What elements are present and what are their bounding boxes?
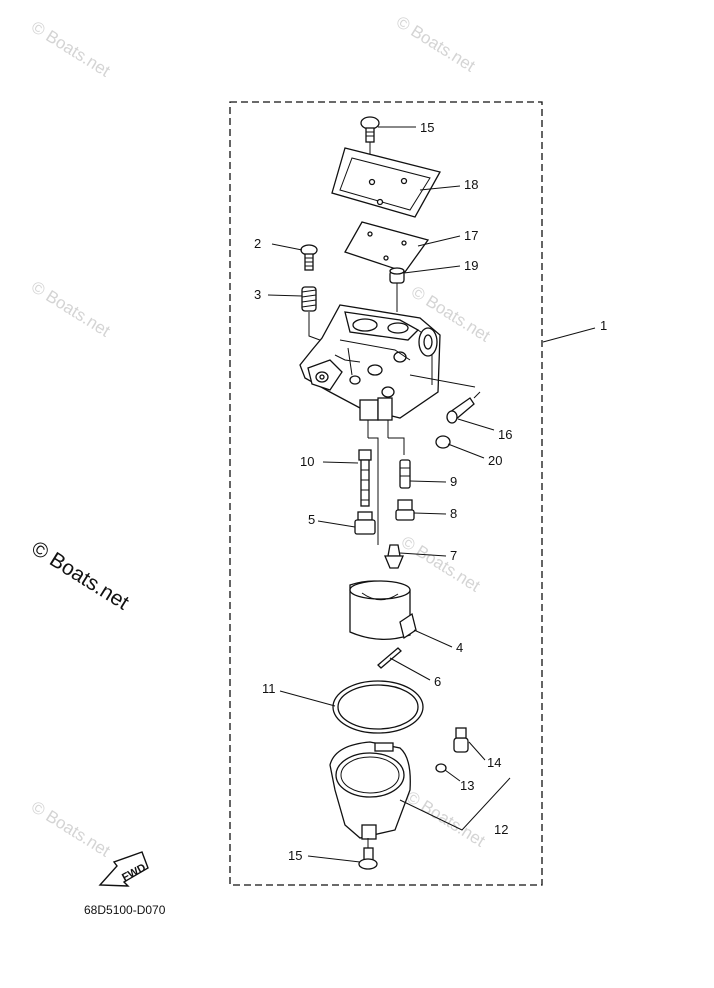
callout-7: 7: [450, 548, 457, 563]
washer-13: [435, 763, 447, 773]
callout-16: 16: [498, 427, 512, 442]
diagram-code: 68D5100-D070: [84, 903, 166, 917]
watermarks: © Boats.net © Boats.net © Boats.net © Bo…: [27, 12, 493, 860]
pilot-jet-9: [399, 459, 411, 489]
gasket-17: [344, 221, 430, 273]
callout-19: 19: [464, 258, 478, 273]
o-ring-11: [332, 680, 424, 734]
watermark: © Boats.net: [403, 787, 489, 850]
watermark: © Boats.net: [398, 532, 484, 595]
callout-1: 1: [600, 318, 607, 333]
callout-13: 13: [460, 778, 474, 793]
watermark: © Boats.net: [28, 797, 114, 860]
carburetor-body: [299, 304, 476, 438]
callout-17: 17: [464, 228, 478, 243]
main-nozzle-5: [354, 511, 376, 535]
callout-4: 4: [456, 640, 463, 655]
float-bowl-12: [329, 741, 411, 840]
watermark: © Boats.net: [393, 12, 479, 75]
cap-20: [435, 435, 451, 449]
watermark: © Boats.net: [28, 17, 114, 80]
callout-leaders: [267, 126, 596, 863]
callout-18: 18: [464, 177, 478, 192]
callout-15: 15: [420, 120, 434, 135]
cover-plate-18: [331, 147, 441, 218]
screw-2: [300, 244, 318, 271]
callout-10: 10: [300, 454, 314, 469]
needle-valve-7: [384, 544, 404, 569]
leader-line: [388, 437, 405, 455]
callout-15-bottom: 15: [288, 848, 302, 863]
pin-6: [377, 647, 402, 669]
callout-11: 11: [262, 681, 276, 696]
callout-5: 5: [308, 512, 315, 527]
callout-labels: 15 18 17 2 19 3 1 16 20 10 9 5 8 7 4 6 1…: [254, 120, 607, 863]
callout-3: 3: [254, 287, 261, 302]
assembly-frame: [229, 101, 543, 886]
screw-15-bottom: [358, 838, 378, 870]
watermark: © Boats.net: [28, 277, 114, 340]
callout-8: 8: [450, 506, 457, 521]
callout-12: 12: [494, 822, 508, 837]
leader-line: [368, 437, 379, 545]
callout-14: 14: [487, 755, 501, 770]
plug-19: [389, 267, 405, 312]
fwd-arrow-icon: FWD: [98, 851, 149, 887]
callout-9: 9: [450, 474, 457, 489]
main-jet-8: [395, 499, 415, 521]
callout-6: 6: [434, 674, 441, 689]
watermark-main: © Boats.net: [27, 537, 133, 615]
callout-2: 2: [254, 236, 261, 251]
callout-20: 20: [488, 453, 502, 468]
emulsion-tube-10: [358, 449, 372, 507]
pilot-screw-16: [446, 391, 481, 424]
float-4: [349, 580, 417, 640]
drain-screw-14: [453, 727, 469, 753]
